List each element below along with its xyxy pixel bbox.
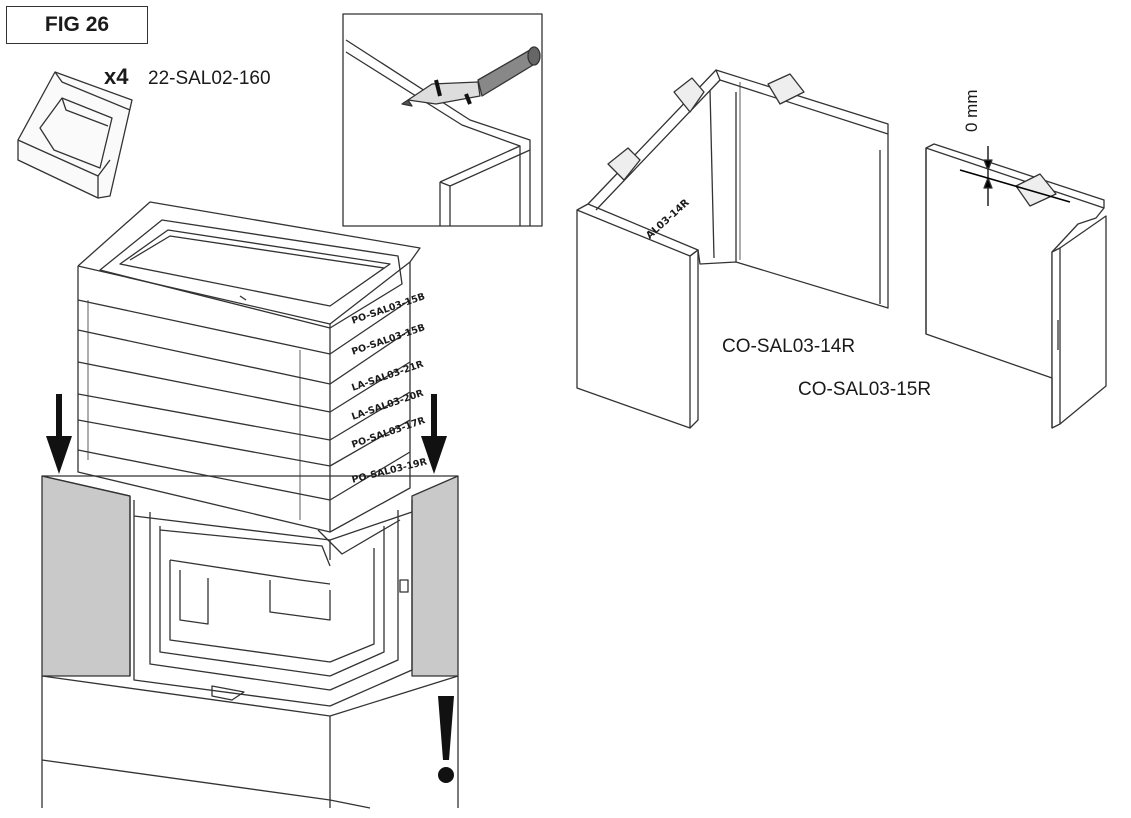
corner-panel-label: CO-SAL03-14R bbox=[722, 336, 856, 357]
side-panel-label: CO-SAL03-15R bbox=[798, 379, 932, 400]
arrow-down-icon bbox=[46, 394, 72, 474]
figure-label: FIG 26 bbox=[6, 6, 148, 44]
detail-inset bbox=[342, 13, 543, 227]
gap-dimension-label: 0 mm bbox=[962, 89, 981, 133]
detail-inset-corner bbox=[345, 39, 531, 226]
screwdriver-icon bbox=[401, 46, 541, 107]
corner-panel bbox=[576, 69, 889, 429]
clip-icon bbox=[607, 73, 805, 181]
dimension-marker bbox=[959, 146, 1071, 206]
warning-exclamation-icon bbox=[438, 696, 454, 783]
clip-quantity: x4 bbox=[104, 64, 129, 89]
brick-stack bbox=[77, 201, 421, 555]
clip-icon bbox=[1015, 173, 1057, 207]
side-panel bbox=[925, 143, 1107, 429]
stove-base bbox=[41, 475, 459, 809]
arrow-down-icon bbox=[421, 394, 447, 474]
clip-icon bbox=[17, 71, 133, 199]
clip-part-code: 22-SAL02-160 bbox=[148, 68, 271, 89]
